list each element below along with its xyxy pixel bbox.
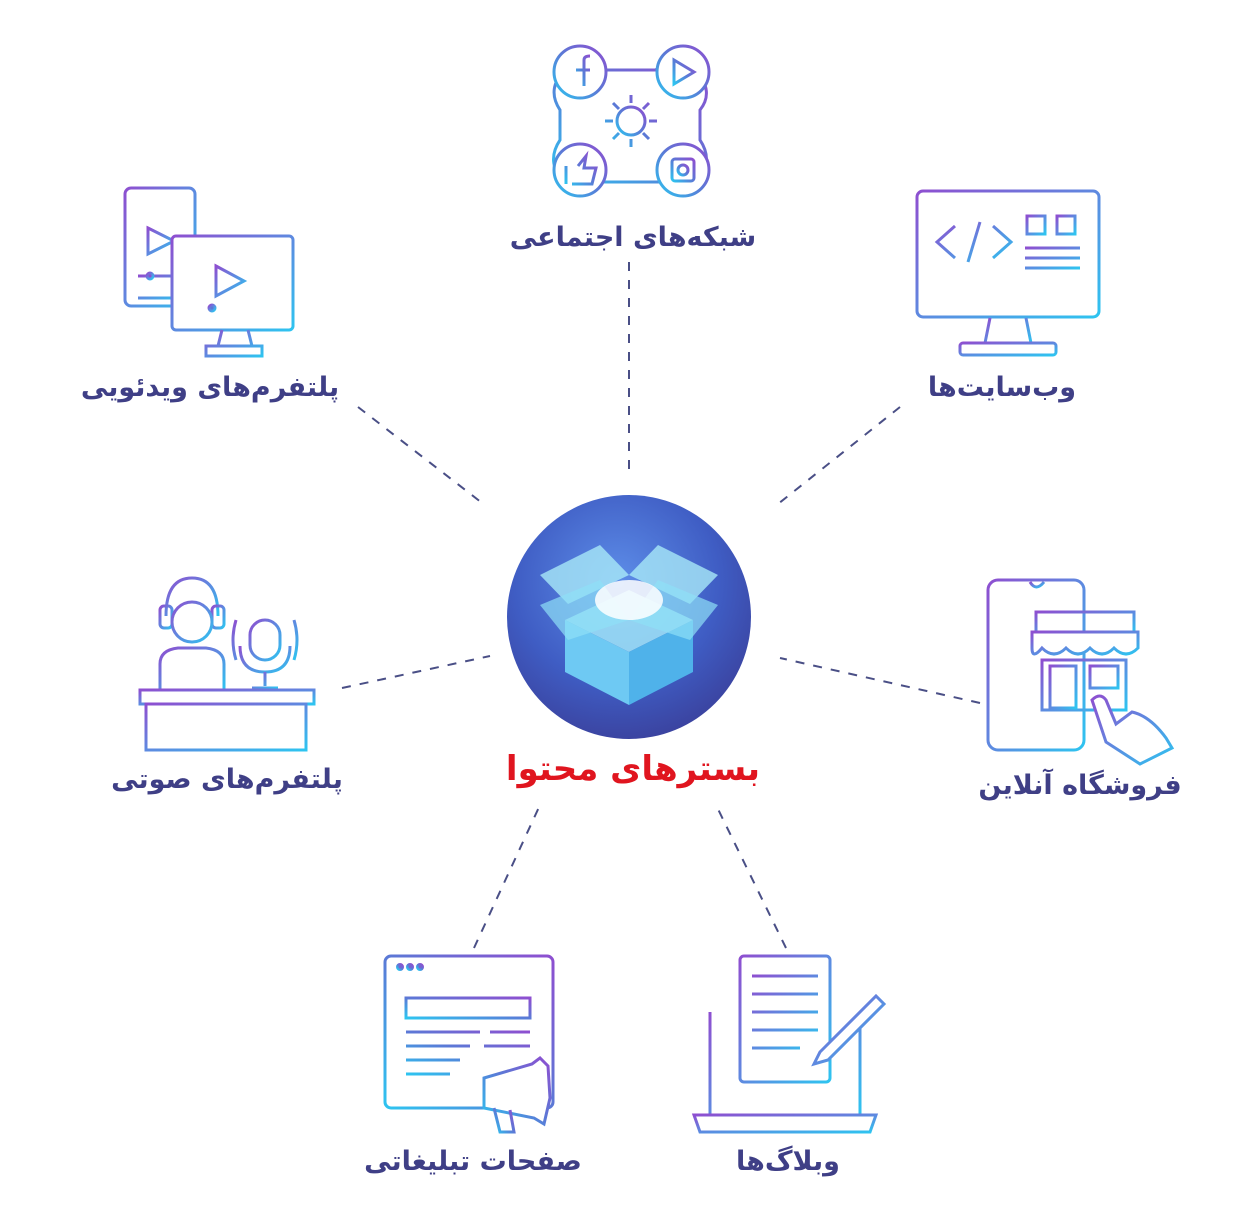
video-platform-icon bbox=[123, 186, 295, 358]
podcast-icon bbox=[138, 576, 316, 752]
connectors bbox=[341, 262, 981, 949]
node-label-ads: صفحات تبلیغاتی bbox=[364, 1146, 582, 1177]
node-label-social: شبکه‌های اجتماعی bbox=[509, 222, 757, 253]
connector-blog bbox=[715, 804, 787, 949]
ad-page-megaphone-icon bbox=[383, 954, 555, 1134]
connector-ads bbox=[473, 804, 541, 949]
node-label-podcast: پلتفرم‌های صوتی bbox=[111, 764, 343, 795]
connector-podcast bbox=[341, 655, 491, 689]
center-hub-icon bbox=[507, 495, 751, 739]
node-label-video: پلتفرم‌های ویدئویی bbox=[80, 372, 340, 403]
center-label: بسترهای محتوا bbox=[505, 749, 761, 789]
node-label-website: وب‌سایت‌ها bbox=[927, 372, 1077, 403]
node-label-shop: فروشگاه آنلاین bbox=[978, 770, 1182, 801]
social-network-icon bbox=[552, 44, 711, 198]
connector-shop bbox=[779, 657, 981, 704]
blog-laptop-icon bbox=[691, 954, 887, 1134]
website-code-icon bbox=[915, 189, 1101, 357]
node-label-blog: وبلاگ‌ها bbox=[736, 1146, 840, 1177]
online-shop-icon bbox=[986, 578, 1175, 766]
connector-website bbox=[777, 406, 901, 505]
connector-video bbox=[357, 406, 487, 507]
